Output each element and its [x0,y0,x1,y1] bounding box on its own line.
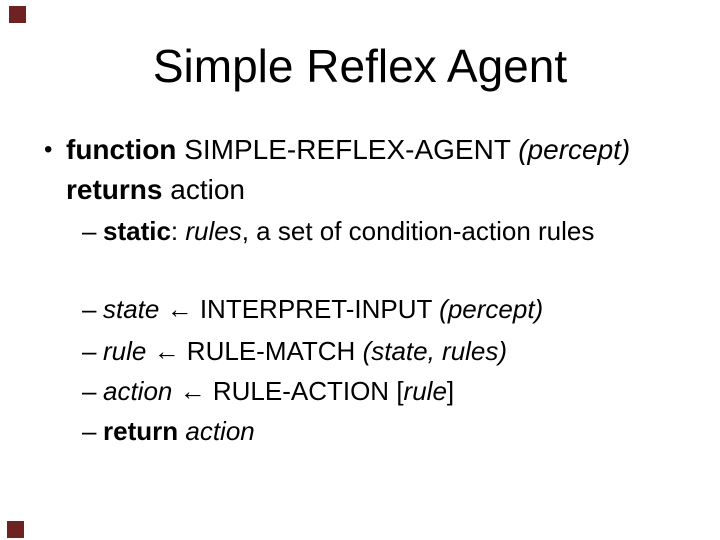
action-inner: rule [403,376,447,406]
function-keyword: function [66,134,185,165]
action-var: action [103,376,173,406]
sub-bullet-return: –return action [82,416,255,447]
sub-bullet-state: –state ← INTERPRET-INPUT (percept) [82,294,543,325]
dash-marker: – [82,216,97,246]
returns-keyword: returns [66,174,163,205]
sub-bullet-action: –action ← RULE-ACTION [rule] [82,376,454,407]
corner-decoration-bottom-left [7,521,24,538]
bullet-marker: • [44,136,53,163]
slide-title: Simple Reflex Agent [152,40,568,92]
rule-arg: (state, rules) [362,336,508,366]
bullet-line-returns: returns action [66,173,245,207]
function-arg: (percept) [518,134,631,165]
state-arg: (percept) [439,294,544,324]
static-colon: : [170,216,186,246]
function-name: SIMPLE-REFLEX-AGENT [184,134,519,165]
dash-marker: – [82,336,97,366]
returns-rest: action [162,174,245,205]
static-rest: , a set of condition-action rules [241,216,595,246]
action-bracket-open: [ [396,376,404,406]
sub-bullet-rule: –rule ← RULE-MATCH (state, rules) [82,336,507,367]
action-mid: ← RULE-ACTION [172,376,397,406]
state-var: state [103,294,160,324]
return-keyword: return [103,416,179,446]
action-bracket-close: ] [446,376,455,406]
sub-bullet-static: –static: rules, a set of condition-actio… [82,216,594,247]
rule-var: rule [103,336,147,366]
dash-marker: – [82,376,97,406]
dash-marker: – [82,294,97,324]
rule-mid: ← RULE-MATCH [146,336,363,366]
dash-marker: – [82,416,97,446]
static-var: rules [185,216,242,246]
static-keyword: static [103,216,171,246]
state-mid: ← INTERPRET-INPUT [159,294,440,324]
corner-decoration-top-left [9,6,26,23]
return-var: action [185,416,255,446]
bullet-line-function: • function SIMPLE-REFLEX-AGENT (percept) [44,133,630,167]
